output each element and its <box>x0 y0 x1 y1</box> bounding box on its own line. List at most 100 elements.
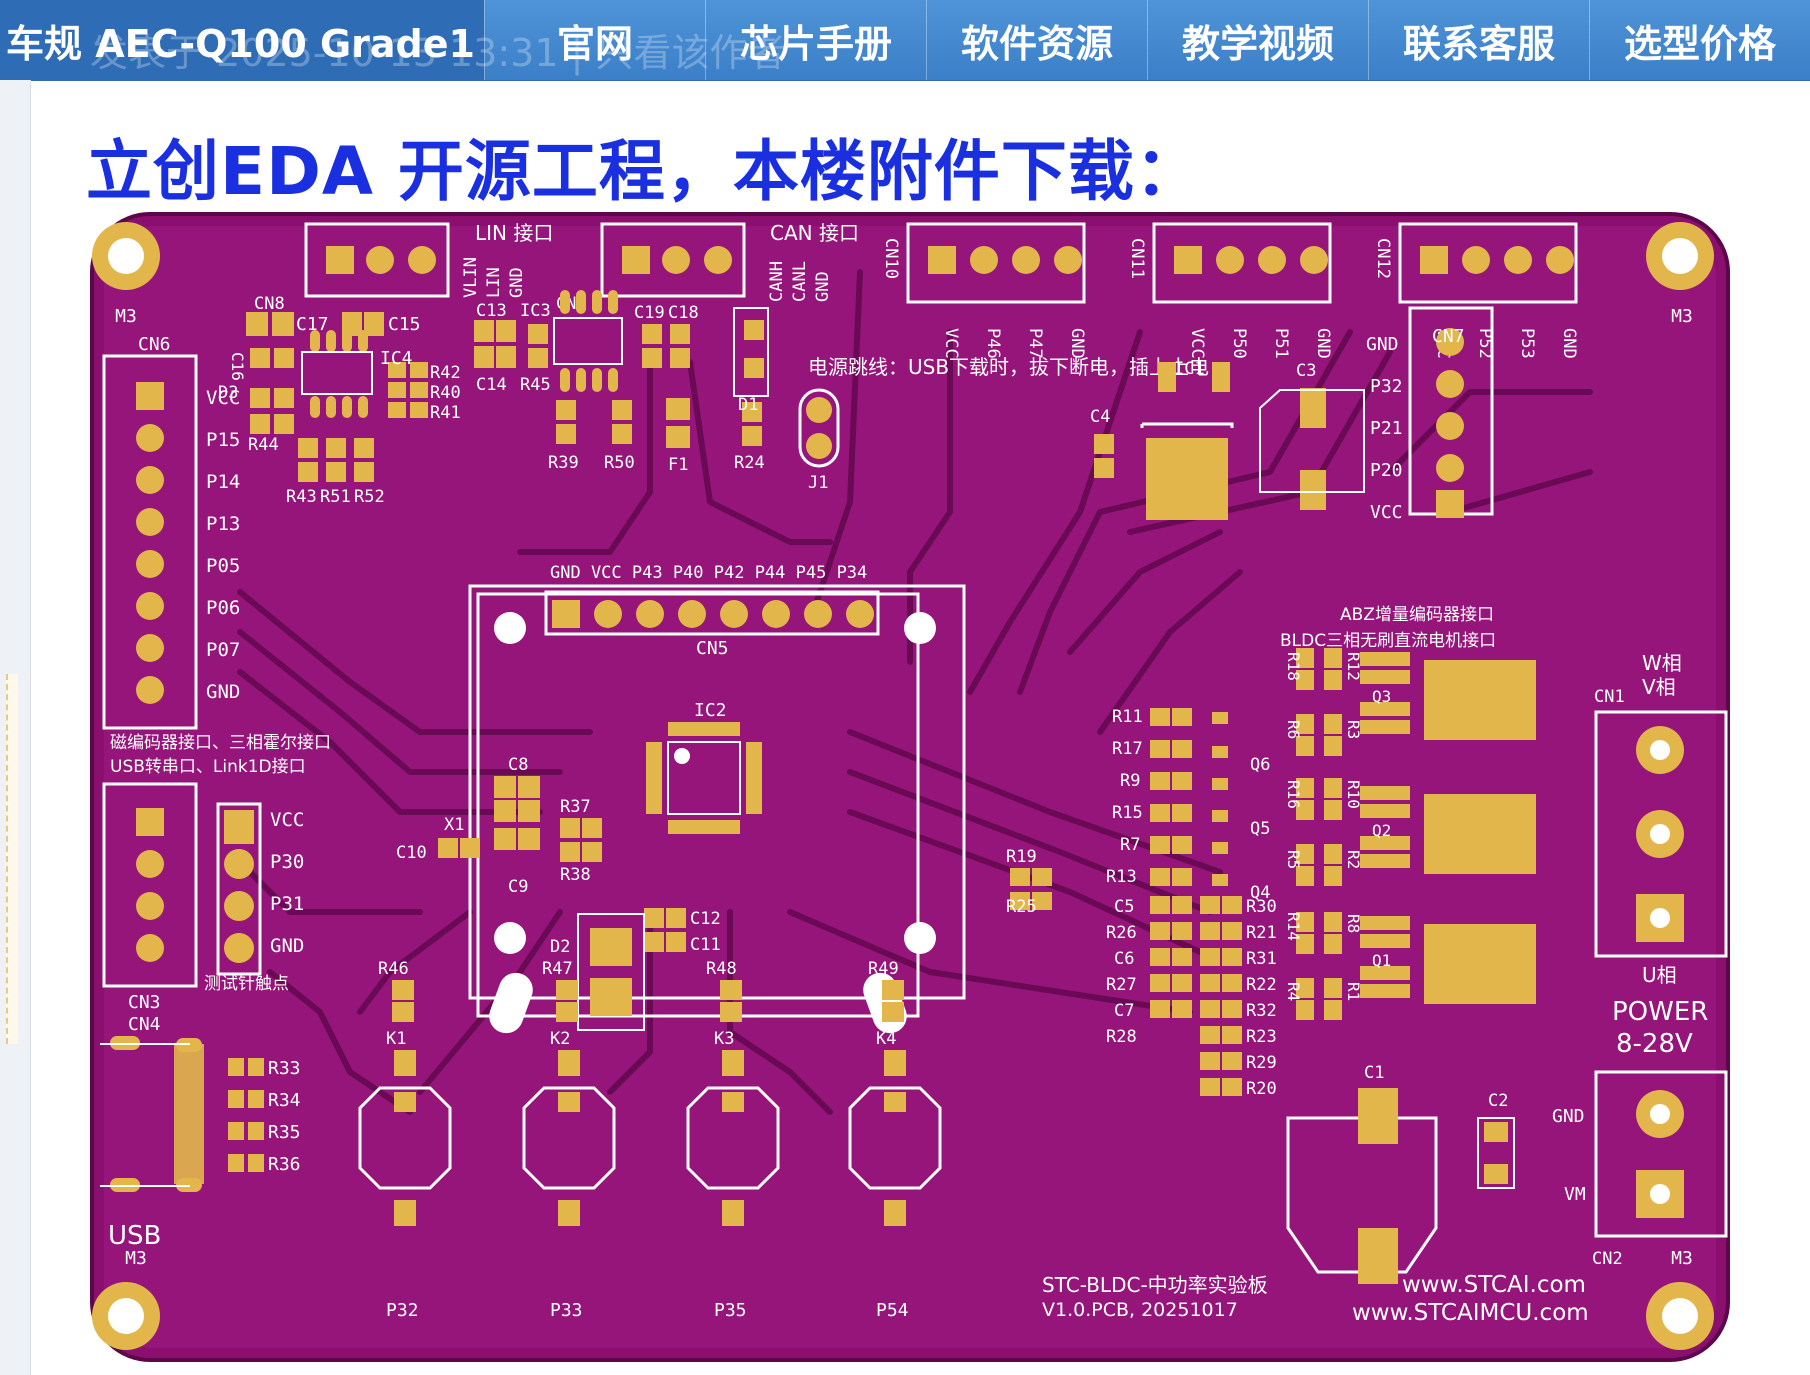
connector-cn6 <box>102 354 198 730</box>
cn8-title: LIN 接口 <box>475 221 553 245</box>
cn2-pin-gnd: GND <box>1552 1106 1585 1127</box>
parts-top-left <box>246 312 428 482</box>
cn11-pin-3: GND <box>1313 328 1333 359</box>
module-outline-inner <box>476 592 920 1018</box>
power-voltage: 8-28V <box>1616 1029 1693 1059</box>
ref-r49: R49 <box>868 959 899 979</box>
ref-r52: R52 <box>354 487 385 507</box>
ref-r47: R47 <box>542 959 573 979</box>
ref-r17: R17 <box>1112 739 1143 759</box>
nav-item-software[interactable]: 软件资源 <box>926 0 1147 80</box>
key-label-k2: P33 <box>550 1300 583 1321</box>
ref-r34: R34 <box>268 1090 301 1111</box>
cn12-ref: CN12 <box>1373 238 1393 279</box>
ref-m3-tl: M3 <box>115 306 137 327</box>
ic3-outline <box>553 317 623 365</box>
ref-r30: R30 <box>1246 897 1277 917</box>
cn11-ref: CN11 <box>1127 238 1147 279</box>
cn6-pin-1: P15 <box>206 429 240 451</box>
cn9-title: CAN 接口 <box>770 221 859 245</box>
key-label-k1: P32 <box>386 1300 419 1321</box>
ref-r39: R39 <box>548 453 579 473</box>
ref-c2: C2 <box>1488 1091 1508 1111</box>
key-k3 <box>686 980 780 1226</box>
key-k2 <box>522 980 616 1226</box>
ref-r21: R21 <box>1246 923 1277 943</box>
cn6-pin-4: P05 <box>206 555 240 577</box>
board-footer-version: V1.0.PCB, 20251017 <box>1042 1299 1238 1321</box>
board-url-2: www.STCAIMCU.com <box>1352 1300 1589 1326</box>
cn3-ref: CN3 <box>128 992 161 1013</box>
ref-c3: C3 <box>1296 361 1316 381</box>
brand-banner[interactable]: 车规 AEC-Q100 Grade1 <box>0 0 484 80</box>
cn7-pin-3: P20 <box>1370 460 1403 481</box>
ref-ic2: IC2 <box>694 700 727 721</box>
cn6-pin-3: P13 <box>206 513 240 535</box>
nav-item-support[interactable]: 联系客服 <box>1368 0 1589 80</box>
ref-q4: Q4 <box>1250 883 1270 903</box>
nav-item-official-site[interactable]: 官网 <box>484 0 705 80</box>
ref-r26: R26 <box>1106 923 1137 943</box>
ref-r27: R27 <box>1106 975 1137 995</box>
ref-f1: F1 <box>668 455 688 475</box>
ref-r31: R31 <box>1246 949 1277 969</box>
capacitor-c1 <box>1286 1088 1438 1284</box>
power-jumper-note: 电源跳线：USB下载时，拔下断电，插上上电 <box>808 355 1209 379</box>
cn6-pin-5: P06 <box>206 597 240 619</box>
ref-r33: R33 <box>268 1058 301 1079</box>
pcb-board-image: M3 M3 M3 M3 LIN 接口 VLIN LIN GND CN8 CAN … <box>90 212 1730 1362</box>
cn1-caption: BLDC三相无刷直流电机接口 <box>1280 631 1496 651</box>
ref-c12: C12 <box>690 909 721 929</box>
cn12-pin-2: P53 <box>1517 328 1537 359</box>
power-label: POWER <box>1612 997 1708 1027</box>
nav-item-videos[interactable]: 教学视频 <box>1147 0 1368 80</box>
d1-outline <box>733 307 769 397</box>
cn7-pin-1: P32 <box>1370 376 1403 397</box>
diode-d2 <box>577 913 645 1031</box>
ref-r18: R18 <box>1284 652 1303 681</box>
cn1-ref: CN1 <box>1594 687 1625 707</box>
ref-c1: C1 <box>1364 1063 1384 1083</box>
cn2-ref: CN2 <box>1592 1249 1623 1269</box>
ref-k2: K2 <box>550 1029 570 1049</box>
ref-r48: R48 <box>706 959 737 979</box>
nav-item-pricing[interactable]: 选型价格 <box>1589 0 1810 80</box>
nav-item-datasheet[interactable]: 芯片手册 <box>705 0 926 80</box>
ref-m3-br: M3 <box>1671 1248 1693 1269</box>
connector-cn11 <box>1152 222 1332 304</box>
connector-cn12 <box>1398 222 1578 304</box>
ref-r2: R2 <box>1344 850 1363 869</box>
ref-c4: C4 <box>1090 407 1110 427</box>
ref-r12: R12 <box>1344 652 1363 681</box>
ref-r37: R37 <box>560 797 591 817</box>
ic1-outline <box>1140 422 1234 428</box>
ref-c15: C15 <box>388 314 421 335</box>
connector-cn4-usb <box>100 1036 204 1192</box>
ref-j1: J1 <box>808 473 828 493</box>
cn6-ref: CN6 <box>138 334 171 355</box>
ref-q6: Q6 <box>1250 755 1270 775</box>
ref-r43: R43 <box>286 487 317 507</box>
ref-r40: R40 <box>430 383 461 403</box>
connector-cn9-can <box>600 222 746 298</box>
ref-ic4: IC4 <box>380 348 413 369</box>
ref-r11: R11 <box>1112 707 1143 727</box>
post-title: 立创EDA 开源工程，本楼附件下载： <box>86 133 1202 210</box>
ref-c11: C11 <box>690 935 721 955</box>
ref-r20: R20 <box>1246 1079 1277 1099</box>
ic4-outline <box>301 351 373 395</box>
cn4-ref: CN4 <box>128 1014 161 1035</box>
parts-power-reg <box>1094 362 1326 520</box>
ref-r29: R29 <box>1246 1053 1277 1073</box>
cn1-phase-v: V相 <box>1642 675 1676 699</box>
ref-r42: R42 <box>430 363 461 383</box>
ref-k3: K3 <box>714 1029 734 1049</box>
key-label-k3: P35 <box>714 1300 747 1321</box>
ref-r5: R5 <box>1284 850 1303 869</box>
ref-q5: Q5 <box>1250 819 1270 839</box>
ic2-chip <box>646 722 762 834</box>
ref-r1: R1 <box>1344 982 1363 1001</box>
connector-cn2-power <box>1594 1070 1728 1238</box>
ref-c9: C9 <box>508 877 528 897</box>
module-hole-tr <box>904 612 936 644</box>
